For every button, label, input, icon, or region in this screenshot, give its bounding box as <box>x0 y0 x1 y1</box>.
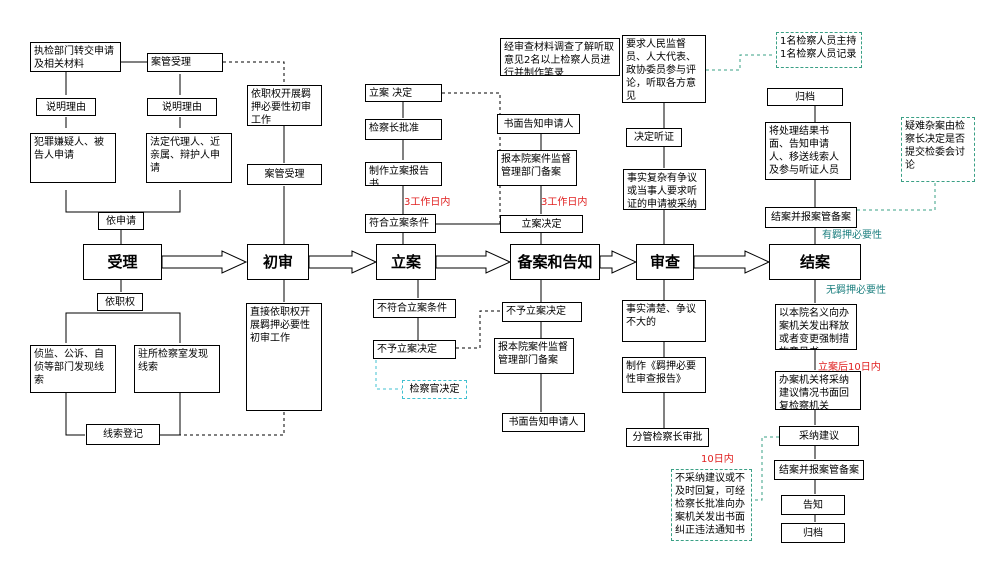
within-ten-days-note: 立案后10日内 <box>818 362 881 373</box>
three-working-days-note-2: 3工作日内 <box>541 197 588 208</box>
adopt-suggestion-box: 采纳建议 <box>779 426 859 446</box>
review-case-management-box: 案管受理 <box>247 164 322 185</box>
chief-approval-box: 检察长批准 <box>365 119 442 140</box>
archive-box-bottom: 归档 <box>781 523 845 543</box>
investigation-note-box: 经审查材料调查了解听取意见2名以上检察人员进行并制作笔录 <box>500 38 620 76</box>
legal-rep-application-box: 法定代理人、近亲属、辩护人申请 <box>146 133 232 183</box>
case-management-accept-box: 案管受理 <box>147 53 223 72</box>
report-supervision-box: 报本院案件监督管理部门备案 <box>497 150 577 186</box>
no-filing-decision-record-box: 不予立案决定 <box>502 302 582 322</box>
need-detention-note: 有羁押必要性 <box>822 230 882 241</box>
agency-reply-box: 办案机关将采纳建议情况书面回复检察机关 <box>775 371 861 410</box>
stage-file: 立案 <box>376 244 436 280</box>
filing-decision-record-box: 立案决定 <box>500 215 583 233</box>
direct-review-box: 直接依职权开展羁押必要性初审工作 <box>246 303 322 411</box>
resident-office-clue-box: 驻所检察室发现线索 <box>134 345 220 393</box>
close-record-box-2: 结案并报案管备案 <box>774 460 864 480</box>
filing-report-box: 制作立案报告书 <box>365 162 442 186</box>
inform-box: 告知 <box>781 495 845 515</box>
explain-reason-box-2: 说明理由 <box>147 98 217 116</box>
notify-applicant-box: 书面告知申请人 <box>497 114 580 134</box>
transfer-materials-box: 执检部门转交申请及相关材料 <box>30 42 121 72</box>
stage-examine: 审查 <box>636 244 694 280</box>
release-notice-box: 以本院名义向办案机关发出释放或者变更强制措施意见书 <box>775 304 857 350</box>
non-adoption-box: 不采纳建议或不及时回复，可经检察长批准向办案机关发出书面纠正违法通知书 <box>671 469 752 541</box>
close-record-box: 结案并报案管备案 <box>765 207 857 228</box>
complex-facts-box: 事实复杂有争议或当事人要求听证的申请被采纳 <box>623 169 706 210</box>
no-filing-decision-box: 不予立案决定 <box>373 340 456 359</box>
hearing-staff-box: 1名检察人员主持 1名检察人员记录 <box>776 32 862 68</box>
notify-applicant-box-2: 书面告知申请人 <box>502 413 585 432</box>
ex-officio-review-box: 依职权开展羁押必要性初审工作 <box>247 85 322 126</box>
stage-accept: 受理 <box>83 244 162 280</box>
no-need-detention-note: 无羁押必要性 <box>826 285 886 296</box>
ten-days-note: 10日内 <box>701 454 734 465</box>
supervisor-participation-box: 要求人民监督员、人大代表、政协委员参与评论，听取各方意见 <box>622 35 706 103</box>
prosecutor-decision-box: 检察官决定 <box>402 380 467 399</box>
deputy-chief-approval-box: 分管检察长审批 <box>626 428 709 447</box>
hearing-decision-box: 决定听证 <box>626 128 682 147</box>
archive-box-top: 归档 <box>767 88 843 106</box>
explain-reason-box-1: 说明理由 <box>36 98 96 116</box>
clear-facts-box: 事实清楚、争议不大的 <box>622 300 706 342</box>
by-application-box: 依申请 <box>98 212 144 230</box>
stage-close: 结案 <box>769 244 861 280</box>
stage-flow-arrows <box>161 250 771 274</box>
suspect-application-box: 犯罪嫌疑人、被告人申请 <box>30 133 116 183</box>
by-authority-box: 依职权 <box>97 293 143 311</box>
report-supervision-box-2: 报本院案件监督管理部门备案 <box>494 338 574 374</box>
stage-record-notify: 备案和告知 <box>510 244 600 280</box>
make-review-report-box: 制作《羁押必要性审查报告》 <box>622 357 706 393</box>
meets-filing-box: 符合立案条件 <box>365 214 436 233</box>
three-working-days-note-1: 3工作日内 <box>404 197 451 208</box>
clue-registration-box: 线索登记 <box>86 424 160 445</box>
investigation-clue-box: 侦监、公诉、自侦等部门发现线索 <box>30 345 116 393</box>
difficult-case-box: 疑难杂案由检察长决定是否提交检委会讨论 <box>901 117 975 182</box>
process-result-box: 将处理结果书面、告知申请人、移送线索人及参与听证人员 <box>765 122 851 180</box>
not-meets-filing-box: 不符合立案条件 <box>373 299 456 318</box>
filing-decision-box: 立案 决定 <box>365 84 442 102</box>
stage-review: 初审 <box>247 244 309 280</box>
